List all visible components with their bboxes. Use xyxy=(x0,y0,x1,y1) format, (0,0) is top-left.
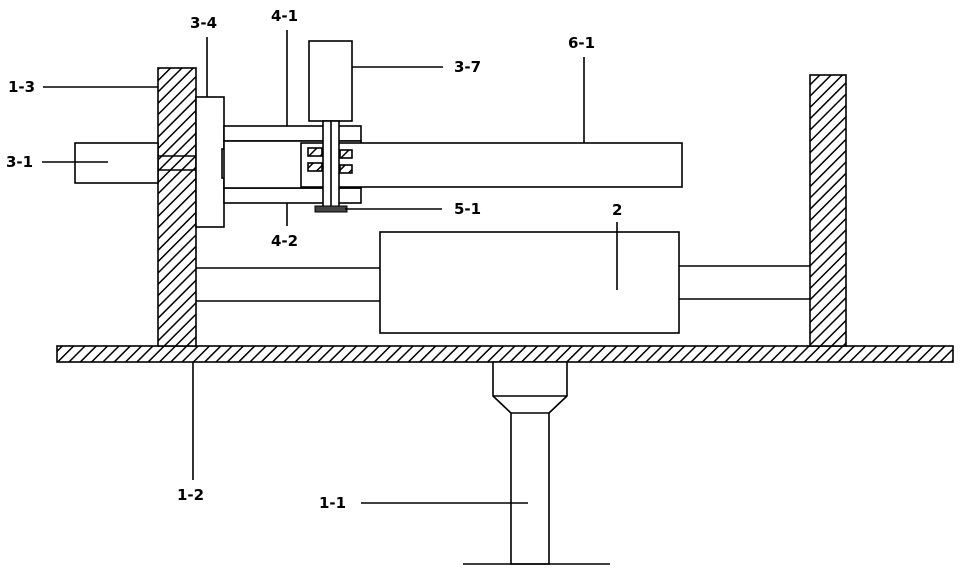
left-wall xyxy=(158,68,196,346)
spring-coil xyxy=(308,148,322,156)
pedestal-column xyxy=(493,362,567,564)
carriage-block xyxy=(380,232,679,333)
spring-coil xyxy=(308,163,322,171)
mount-plate xyxy=(196,97,224,227)
lower-arm xyxy=(224,188,361,203)
label-1-3: 1-3 xyxy=(8,78,35,96)
right-wall xyxy=(810,75,846,346)
actuator-cylinder xyxy=(309,41,352,121)
label-1-2: 1-2 xyxy=(177,486,204,504)
spring-coil xyxy=(340,150,352,158)
pressure-pad xyxy=(315,206,347,212)
label-1-1: 1-1 xyxy=(319,494,346,512)
label-3-1: 3-1 xyxy=(6,153,33,171)
label-4-2: 4-2 xyxy=(271,232,298,250)
shaft-outer xyxy=(75,143,158,183)
label-4-1: 4-1 xyxy=(271,7,298,25)
long-arm xyxy=(301,143,682,187)
label-3-7: 3-7 xyxy=(454,58,481,76)
upper-arm xyxy=(224,126,361,141)
label-6-1: 6-1 xyxy=(568,34,595,52)
label-5-1: 5-1 xyxy=(454,200,481,218)
label-3-4: 3-4 xyxy=(190,14,217,32)
spring-coil xyxy=(340,165,352,173)
base-plate xyxy=(57,346,953,362)
label-2: 2 xyxy=(612,201,622,219)
